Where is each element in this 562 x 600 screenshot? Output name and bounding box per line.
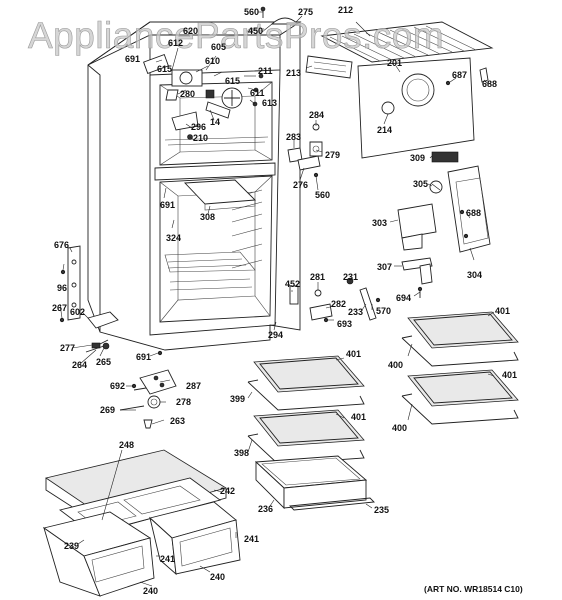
evaporator-cover-panel	[357, 57, 489, 159]
air-duct-part	[305, 55, 353, 79]
shelf-right-upper	[401, 311, 519, 367]
part-label: 276	[293, 180, 308, 190]
bracket-307	[401, 257, 433, 298]
part-label: 213	[286, 68, 301, 78]
part-label: 283	[286, 132, 301, 142]
art-number: (ART NO. WR18514 C10)	[424, 584, 523, 594]
part-label: 560	[315, 190, 330, 200]
part-label: 231	[343, 272, 358, 282]
part-number-labels: 560 450 275 212 620 612 691 615 605 610 …	[52, 5, 517, 596]
part-label: 610	[205, 56, 220, 66]
crisper-drawer-right	[149, 501, 241, 576]
part-label: 233	[348, 307, 363, 317]
part-label: 307	[377, 262, 392, 272]
part-label: 560	[244, 7, 259, 17]
meat-pan	[254, 455, 375, 511]
part-label: 280	[180, 89, 195, 99]
label-plate	[431, 151, 459, 163]
part-label: 96	[57, 283, 67, 293]
part-label: 452	[285, 279, 300, 289]
part-label: 691	[125, 54, 140, 64]
part-label: 267	[52, 303, 67, 313]
part-label: 277	[60, 343, 75, 353]
part-label: 278	[176, 397, 191, 407]
part-label: 303	[372, 218, 387, 228]
part-label: 211	[258, 66, 273, 76]
part-label: 265	[96, 357, 111, 367]
part-label: 241	[244, 534, 259, 544]
part-label: 308	[200, 212, 215, 222]
part-label: 305	[413, 179, 428, 189]
part-label: 279	[325, 150, 340, 160]
part-label: 240	[210, 572, 225, 582]
part-label: 14	[210, 117, 220, 127]
part-label: 688	[466, 208, 481, 218]
part-label: 248	[119, 440, 134, 450]
part-label: 399	[230, 394, 245, 404]
part-label: 605	[211, 42, 226, 52]
control-housing	[397, 165, 491, 253]
refrigerator-cabinet	[59, 21, 302, 356]
part-label: 294	[268, 330, 283, 340]
part-label: 688	[482, 79, 497, 89]
part-label: 282	[331, 299, 346, 309]
part-label: 214	[377, 125, 392, 135]
crisper-drawer-left	[42, 511, 155, 597]
door-hinge-parts	[85, 342, 177, 429]
part-label: 612	[168, 38, 183, 48]
part-label: 309	[410, 153, 425, 163]
watermark: AppliancePartsPros.com	[28, 15, 444, 56]
part-label: 269	[100, 405, 115, 415]
part-label: 400	[388, 360, 403, 370]
part-label: 401	[351, 412, 366, 422]
shelf-right-lower	[401, 369, 519, 425]
leader-lines	[59, 11, 495, 587]
part-label: 263	[170, 416, 185, 426]
part-label: 264	[72, 360, 87, 370]
part-label: 239	[64, 541, 79, 551]
freezer-wire-shelf	[320, 21, 494, 63]
freezer-fan-assembly	[143, 6, 300, 140]
part-label: 236	[258, 504, 273, 514]
part-label: 615	[157, 64, 172, 74]
part-label: 401	[495, 306, 510, 316]
part-label: 212	[338, 5, 353, 15]
part-label: 692	[110, 381, 125, 391]
part-label: 620	[183, 26, 198, 36]
part-label: 676	[54, 240, 69, 250]
part-label: 304	[467, 270, 482, 280]
part-label: 296	[191, 122, 206, 132]
part-label: 691	[160, 200, 175, 210]
part-label: 611	[250, 88, 265, 98]
part-label: 687	[452, 70, 467, 80]
part-label: 210	[193, 133, 208, 143]
thermostat-parts	[287, 123, 323, 178]
shelf-center-upper	[247, 355, 365, 411]
part-label: 693	[337, 319, 352, 329]
part-label: 324	[166, 233, 181, 243]
part-label: 284	[309, 110, 324, 120]
part-label: 401	[346, 349, 361, 359]
part-label: 201	[387, 58, 402, 68]
part-label: 398	[234, 448, 249, 458]
part-label: 287	[186, 381, 201, 391]
part-label: 242	[220, 486, 235, 496]
part-label: 400	[392, 423, 407, 433]
part-label: 401	[502, 370, 517, 380]
part-label: 694	[396, 293, 411, 303]
part-label: 235	[374, 505, 389, 515]
part-label: 241	[160, 554, 175, 564]
shelf-center-lower	[247, 409, 365, 465]
part-label: 275	[298, 7, 313, 17]
part-label: 281	[310, 272, 325, 282]
part-label: 450	[248, 26, 263, 36]
part-label: 691	[136, 352, 151, 362]
part-label: 615	[225, 76, 240, 86]
part-label: 613	[262, 98, 277, 108]
part-label: 570	[376, 306, 391, 316]
part-label: 602	[70, 307, 85, 317]
part-label: 240	[143, 586, 158, 596]
